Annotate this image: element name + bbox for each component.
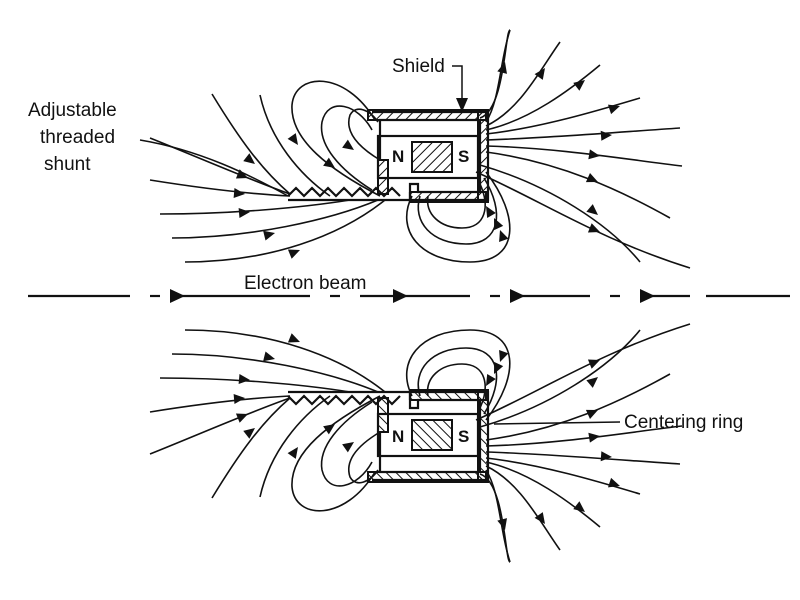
centering-ring-label: Centering ring: [624, 412, 743, 433]
threaded-shunt: [288, 192, 412, 202]
centering-ring-leader-line: [493, 421, 621, 425]
shield-leader-line: [452, 65, 463, 106]
permanent-magnet: [376, 134, 480, 180]
shield-leader-arrow: [456, 98, 468, 112]
south-pole-label-bottom: S: [458, 427, 469, 446]
lens-assembly-top: [287, 109, 490, 203]
shield-label: Shield: [392, 56, 445, 77]
shunt-leader-line: [139, 139, 289, 197]
electron-beam-axis: [28, 289, 790, 303]
shunt-label-line2: threaded: [40, 127, 115, 148]
north-pole-label-top: N: [392, 147, 404, 166]
north-pole-label-bottom: N: [392, 427, 404, 446]
shunt-label-line1: Adjustable: [28, 100, 117, 121]
shunt-label-line3: shunt: [44, 154, 91, 175]
electron-beam-label: Electron beam: [244, 273, 367, 294]
south-pole-label-top: S: [458, 147, 469, 166]
